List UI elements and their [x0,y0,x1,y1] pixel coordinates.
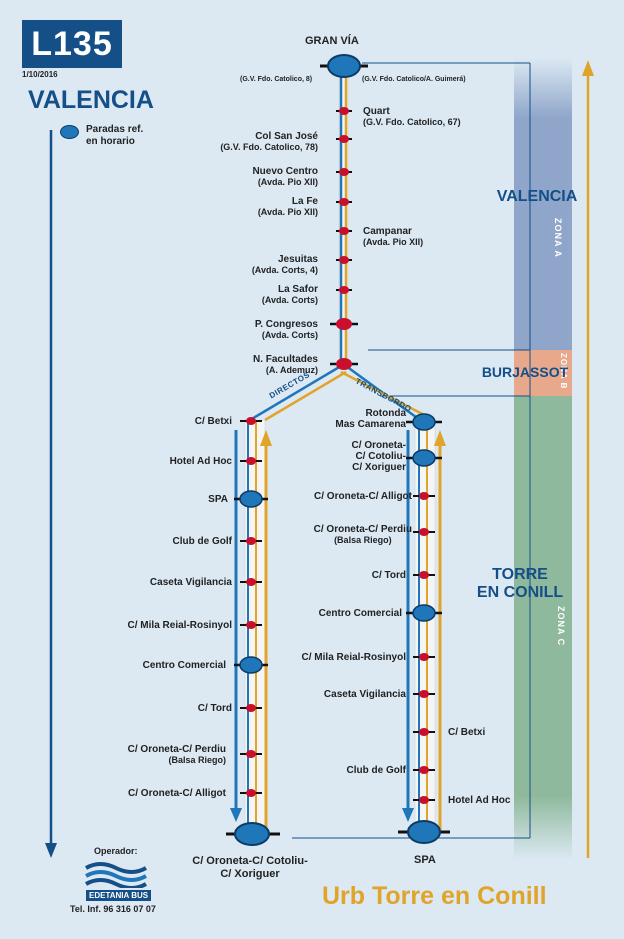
city-valencia: VALENCIA [496,188,578,205]
left-label-betxi: C/ Betxi [194,416,232,427]
left-stop-centro-comercial [234,656,268,674]
zone-b-label: ZONA B [559,353,568,390]
left-stop-mila-reial [240,621,262,629]
zone-a-label: ZONA A [553,218,563,258]
inbound-arrow-head [582,60,594,76]
stop-la-fe [336,198,352,206]
left-stop-betxi [240,417,262,425]
origin-title: VALENCIA [28,86,154,114]
left-label-centro-comercial: Centro Comercial [142,660,226,671]
zone-c-label: ZONA C [556,606,566,647]
right-stop-mila-reial [413,653,435,661]
right-label-centro-comercial: Centro Comercial [318,608,402,619]
right-stop-centro-comercial [406,604,442,622]
city-burjassot: BURJASSOT [481,364,569,380]
right-label-alligot: C/ Oroneta-C/ Alligot [314,491,412,502]
zone-b-band [514,350,572,396]
left-label-caseta-vigilancia: Caseta Vigilancia [149,577,232,588]
outbound-arrow-head [45,843,57,858]
stop-label-col-san-jose: Col San José(G.V. Fdo. Catolico, 78) [220,131,318,152]
right-stop-hotel-ad-hoc [413,796,435,804]
left-terminal-label: C/ Oroneta-C/ Cotoliu-C/ Xoriguer [192,855,308,880]
right-label-perdiu: C/ Oroneta-C/ Perdiu(Balsa Riego) [313,524,412,545]
right-label-caseta-vigilancia: Caseta Vigilancia [323,689,406,700]
right-terminal-label: SPA [414,854,436,866]
right-label-mila-reial: C/ Mila Reial-Rosinyol [301,652,406,663]
right-stop-oroneta-cotoliu [406,449,442,467]
stop-label-la-safor: La Safor(Avda. Corts) [261,284,318,305]
right-stop-caseta-vigilancia [413,690,435,698]
stop-campanar [336,227,352,235]
stop-label-quart: Quart(G.V. Fdo. Catolico, 67) [363,106,461,127]
stop-sub-gran-via-left: (G.V. Fdo. Catolico, 8) [240,76,313,83]
right-label-tord: C/ Tord [371,570,406,581]
stop-label-p-congresos: P. Congresos(Avda. Corts) [254,319,318,340]
stop-gran-via [320,54,368,78]
left-stop-spa [234,490,268,508]
info-phone: Tel. Inf. 96 316 07 07 [70,904,156,914]
stop-nuevo-centro [336,168,352,176]
right-terminal-stop [398,820,450,844]
left-stop-tord [240,704,262,712]
left-stop-alligot [240,789,262,797]
line-badge: L135 [22,20,122,68]
right-stop-tord [413,571,435,579]
left-label-club-de-golf: Club de Golf [172,536,232,547]
stop-p-congresos [330,318,358,330]
right-label-betxi: C/ Betxi [448,727,486,738]
left-stop-hotel-ad-hoc [240,457,262,465]
right-stop-betxi [413,728,435,736]
stop-quart [336,107,352,115]
timetable-date: 1/10/2016 [22,70,58,79]
right-label-hotel-ad-hoc: Hotel Ad Hoc [448,795,511,806]
left-stop-caseta-vigilancia [240,578,262,586]
destination-title: Urb Torre en Conill [322,882,547,910]
operator-logo [85,862,147,888]
right-stop-alligot [413,492,435,500]
stop-label-campanar: Campanar(Avda. Pio XII) [363,226,424,247]
left-label-hotel-ad-hoc: Hotel Ad Hoc [169,456,232,467]
stop-n-facultades [330,358,358,370]
stop-label-nuevo-centro: Nuevo Centro(Avda. Pio XII) [252,166,318,187]
operator-label: Operador: [94,846,138,856]
stop-jesuitas [336,256,352,264]
stop-la-safor [336,286,352,294]
stop-label-la-fe: La Fe(Avda. Pio XII) [257,196,318,217]
left-terminal-stop [226,822,280,846]
stop-label-n-facultades: N. Facultades(A. Ademuz) [252,354,318,375]
legend-text: Paradas ref.en horario [86,124,144,147]
left-label-tord: C/ Tord [197,703,232,714]
stop-sub-gran-via-right: (G.V. Fdo. Catolico/A. Guimerá) [362,76,466,83]
right-stop-perdiu [413,528,435,536]
left-label-alligot: C/ Oroneta-C/ Alligot [128,788,226,799]
zone-a-band [514,58,572,350]
right-label-oroneta-cotoliu: C/ Oroneta-C/ Cotoliu-C/ Xoriguer [351,440,406,473]
stop-label-jesuitas: Jesuitas(Avda. Corts, 4) [251,254,318,275]
left-stop-club-de-golf [240,537,262,545]
left-label-spa: SPA [208,494,228,505]
left-label-mila-reial: C/ Mila Reial-Rosinyol [127,620,232,631]
right-label-club-de-golf: Club de Golf [346,765,406,776]
right-stop-club-de-golf [413,766,435,774]
stop-col-san-jose [336,135,352,143]
right-stop-rotonda [406,413,442,431]
stop-label-gran-via: GRAN VÍA [305,35,359,47]
operator-name: EDETANIA BUS [86,890,152,901]
zone-c-band [514,396,572,860]
reference-stop-icon [60,125,79,139]
left-label-perdiu: C/ Oroneta-C/ Perdiu(Balsa Riego) [127,744,226,765]
left-stop-perdiu [240,750,262,758]
